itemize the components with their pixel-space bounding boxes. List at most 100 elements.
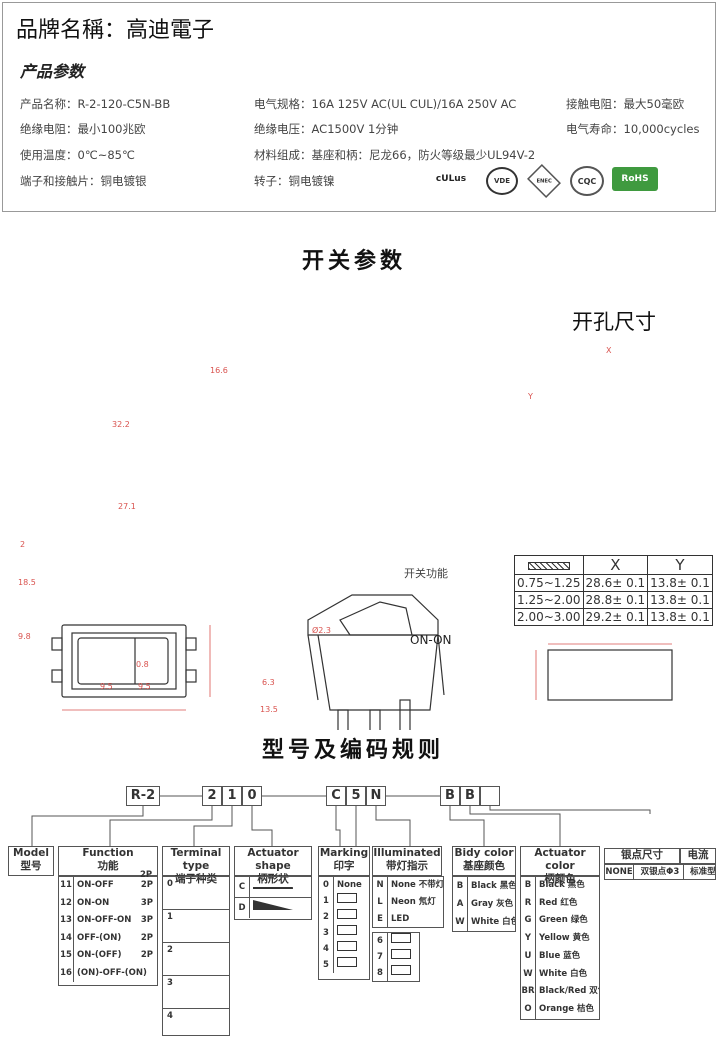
rohs-cert-logo: RoHS	[612, 167, 658, 191]
hole-table-cell: 13.8± 0.1	[647, 591, 713, 609]
spec-panel	[2, 2, 716, 212]
column-silver: 银点尺寸	[604, 848, 680, 864]
list-item: 16(ON)-OFF-(ON)3P	[59, 964, 157, 982]
list-item: 2	[319, 909, 369, 925]
column-illuminated: Illuminated 带灯指示	[372, 846, 442, 876]
dim-label: 2	[20, 540, 26, 549]
dim-label: X	[606, 346, 612, 355]
code-connectors	[31, 795, 651, 846]
column-terminal: Terminal type 端子种类	[162, 846, 230, 885]
dim-label: 9.5	[138, 682, 151, 691]
hole-table-header: X	[582, 555, 649, 575]
shape-list: C D	[234, 876, 312, 920]
hole-table-cell: 29.2± 0.1	[582, 608, 649, 626]
dim-label: 6.3	[262, 678, 275, 687]
spec-item: 绝缘电压：AC1500V 1分钟	[254, 122, 399, 136]
code-digit: C	[326, 786, 346, 806]
hole-table-cell: 0.75~1.25	[514, 574, 584, 592]
code-digit: 2	[202, 786, 222, 806]
hole-table-cell: 13.8± 0.1	[647, 574, 713, 592]
code-prefix: R-2	[126, 786, 160, 806]
list-item: 1	[163, 910, 229, 943]
list-item: D	[235, 898, 311, 918]
column-current: 电流	[680, 848, 716, 864]
list-item: 0	[163, 877, 229, 910]
hole-table-cell: 13.8± 0.1	[647, 608, 713, 626]
spec-item: 电气寿命：10,000cycles	[566, 122, 700, 136]
list-item: 3	[163, 976, 229, 1009]
hole-size-title: 开孔尺寸	[572, 310, 656, 334]
code-digit: 1	[222, 786, 242, 806]
column-marking: Marking 印字	[318, 846, 370, 876]
dim-label: 18.5	[18, 578, 36, 587]
list-item: 4	[319, 941, 369, 957]
hole-size-table: X Y 0.75~1.25 28.6± 0.1 13.8± 0.1 1.25~2…	[514, 555, 713, 626]
function-value: ON-ON	[410, 633, 452, 647]
dim-label: 9.8	[18, 632, 31, 641]
column-actuator-color: Actuator color 柄颜色	[520, 846, 600, 885]
code-digit: 0	[242, 786, 262, 806]
hole-table-header: Y	[647, 555, 713, 575]
hole-table-cell: 28.8± 0.1	[582, 591, 649, 609]
column-function: Function 功能	[58, 846, 158, 876]
list-item: 4	[167, 1011, 173, 1021]
code-digit	[480, 786, 500, 806]
hole-table-header	[514, 555, 584, 575]
hole-outline	[547, 649, 673, 701]
list-item: 7	[373, 949, 419, 965]
hole-table-cell: 2.00~3.00	[514, 608, 584, 626]
dim-label: 16.6	[210, 366, 228, 375]
hole-table-cell: 28.6± 0.1	[582, 574, 649, 592]
cqc-cert-logo: CQC	[570, 166, 604, 196]
technical-drawings	[51, 594, 673, 730]
spec-item: 电气规格：16A 125V AC(UL CUL)/16A 250V AC	[254, 97, 517, 111]
coding-title: 型号及编码规则	[262, 738, 445, 763]
code-digit: B	[440, 786, 460, 806]
terminal-list: 0 1 2 3 4	[162, 876, 230, 1036]
list-item: 2	[163, 943, 229, 976]
marking-list-extra: 6 7 8	[372, 932, 420, 982]
switch-top-view	[51, 624, 197, 698]
dim-label: 13.5	[260, 705, 278, 714]
code-digit: 5	[346, 786, 366, 806]
column-actuator-shape: Actuator shape 柄形状	[234, 846, 312, 885]
dim-label: 32.2	[112, 420, 130, 429]
list-item: 3	[319, 925, 369, 941]
column-body-color: Bidy color 基座颜色	[452, 846, 516, 876]
hole-table-cell: 1.25~2.00	[514, 591, 584, 609]
switch-params-title: 开关参数	[302, 249, 407, 274]
code-digit: B	[460, 786, 480, 806]
spec-item: 使用温度：0℃~85℃	[20, 148, 135, 162]
dim-label: 9.5	[100, 682, 113, 691]
dim-label: Y	[528, 392, 533, 401]
spec-item: 转子：铜电镀镍	[254, 174, 335, 188]
brand-name: 品牌名稱：高迪電子	[16, 18, 215, 43]
code-digit: N	[366, 786, 386, 806]
spec-item: 端子和接触片：铜电镀银	[20, 174, 147, 188]
params-title: 产品参数	[20, 62, 85, 81]
silver-row: NONE 双银点Φ3 标准型	[604, 864, 716, 880]
switch-3d-view	[307, 594, 445, 730]
dim-label: 27.1	[118, 502, 136, 511]
spec-item: 接触电阻：最大50毫欧	[566, 97, 685, 111]
